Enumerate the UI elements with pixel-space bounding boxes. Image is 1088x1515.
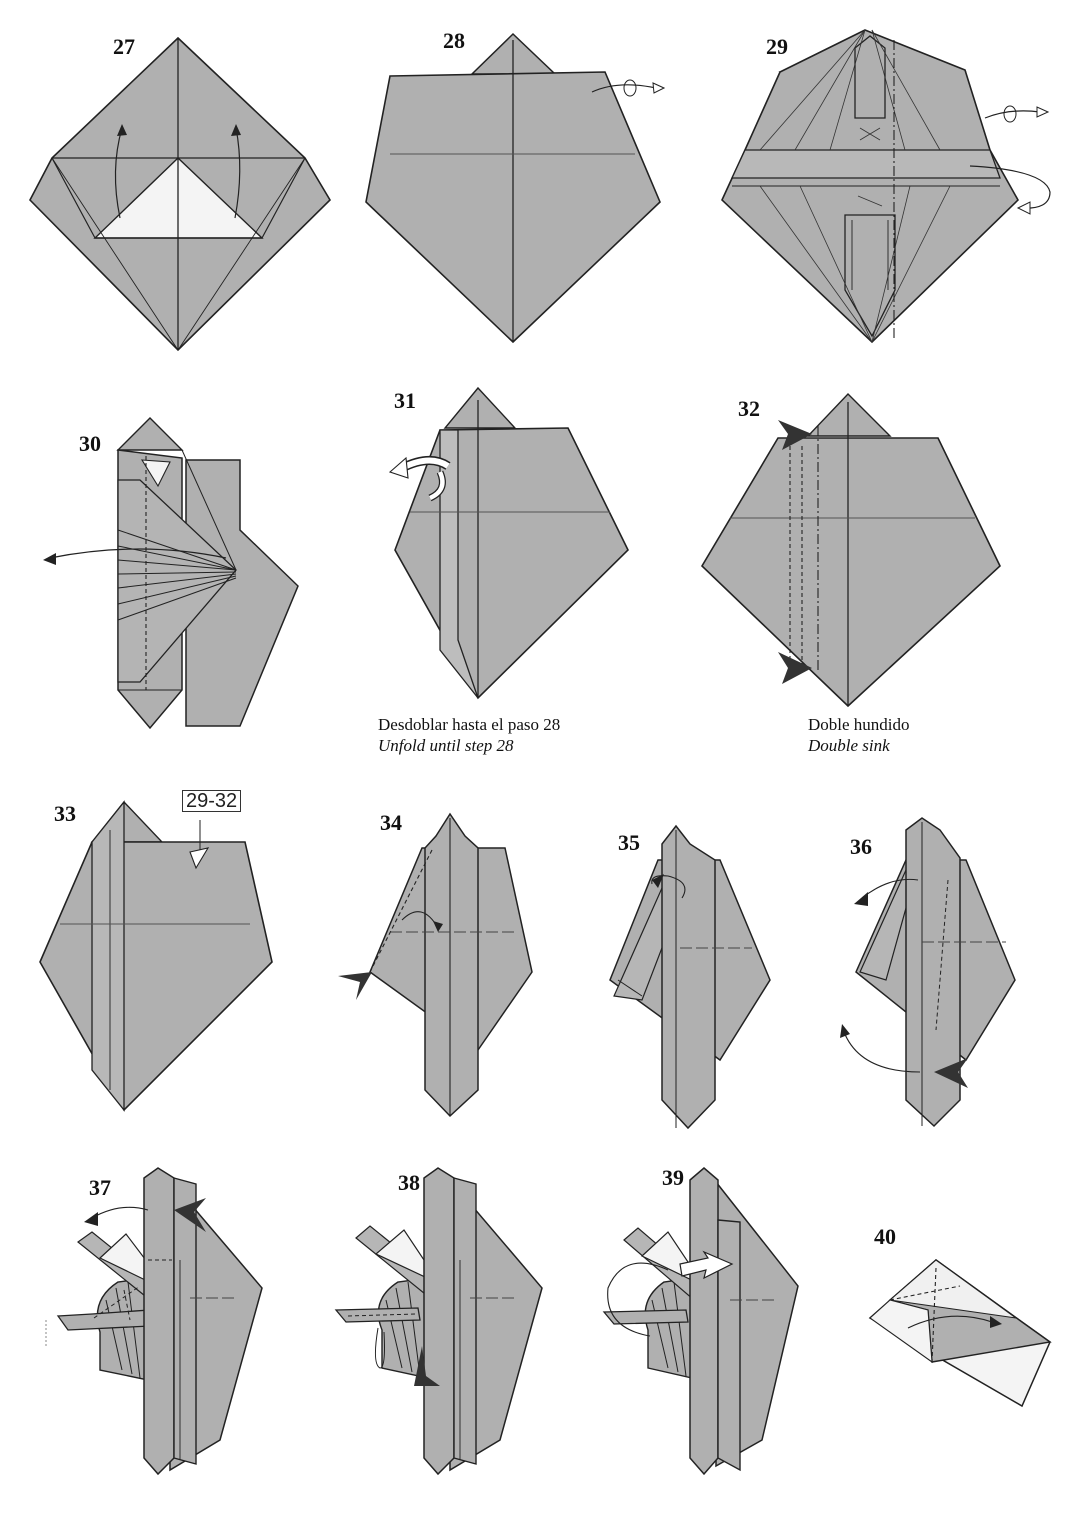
caption-english: Unfold until step 28 — [378, 736, 514, 755]
diagram-33 — [39, 800, 273, 1112]
step-number: 36 — [850, 834, 872, 859]
diagram-39 — [602, 1167, 799, 1476]
step-number: 40 — [874, 1224, 896, 1249]
step-number: 34 — [380, 810, 402, 835]
caption-spanish: Desdoblar hasta el paso 28 — [378, 715, 561, 734]
step-30: 30 — [0, 390, 330, 750]
diagram-28 — [365, 32, 666, 344]
step-number: 32 — [738, 396, 760, 421]
step-caption: Doble hundido Double sink — [808, 714, 910, 756]
step-number: 29 — [766, 34, 788, 59]
diagram-34 — [338, 812, 533, 1118]
step-33: 33 29-32 — [0, 780, 300, 1130]
step-27: 27 — [0, 0, 360, 360]
step-number: 39 — [662, 1165, 684, 1190]
diagram-38 — [334, 1167, 543, 1476]
step-38: 38 — [320, 1160, 580, 1510]
diagram-29 — [721, 29, 1051, 344]
step-28: 28 — [360, 0, 690, 360]
step-number: 33 — [54, 801, 76, 826]
step-40: 40 — [850, 1210, 1070, 1410]
step-number: 31 — [394, 388, 416, 413]
diagram-37 — [45, 1167, 263, 1476]
diagram-31 — [388, 386, 629, 700]
diagram-35 — [609, 824, 771, 1130]
diagram-32 — [700, 392, 1001, 708]
step-29: 29 — [700, 0, 1080, 360]
step-caption: Desdoblar hasta el paso 28 Unfold until … — [378, 714, 560, 756]
sequence-reference: 29-32 — [182, 790, 242, 812]
diagram-30 — [43, 417, 299, 730]
diagram-27 — [29, 36, 332, 352]
step-37: 37 — [40, 1160, 300, 1510]
caption-spanish: Doble hundido — [808, 715, 910, 734]
step-39: 39 — [590, 1160, 820, 1510]
step-35: 35 — [590, 800, 790, 1130]
step-number: 28 — [443, 28, 465, 53]
step-31: 31 Desdoblar hasta el paso 28 Unfold unt… — [340, 380, 680, 760]
step-number: 27 — [113, 34, 135, 59]
step-number: 38 — [398, 1170, 420, 1195]
step-number: 37 — [89, 1175, 111, 1200]
step-36: 36 — [820, 800, 1040, 1130]
step-number: 30 — [79, 431, 101, 456]
step-34: 34 — [330, 800, 560, 1130]
diagram-36 — [840, 817, 1016, 1128]
step-number: 35 — [618, 830, 640, 855]
step-32: 32 Doble hundido Double sink — [690, 380, 1020, 760]
caption-english: Double sink — [808, 736, 890, 755]
diagram-40 — [868, 1259, 1052, 1408]
